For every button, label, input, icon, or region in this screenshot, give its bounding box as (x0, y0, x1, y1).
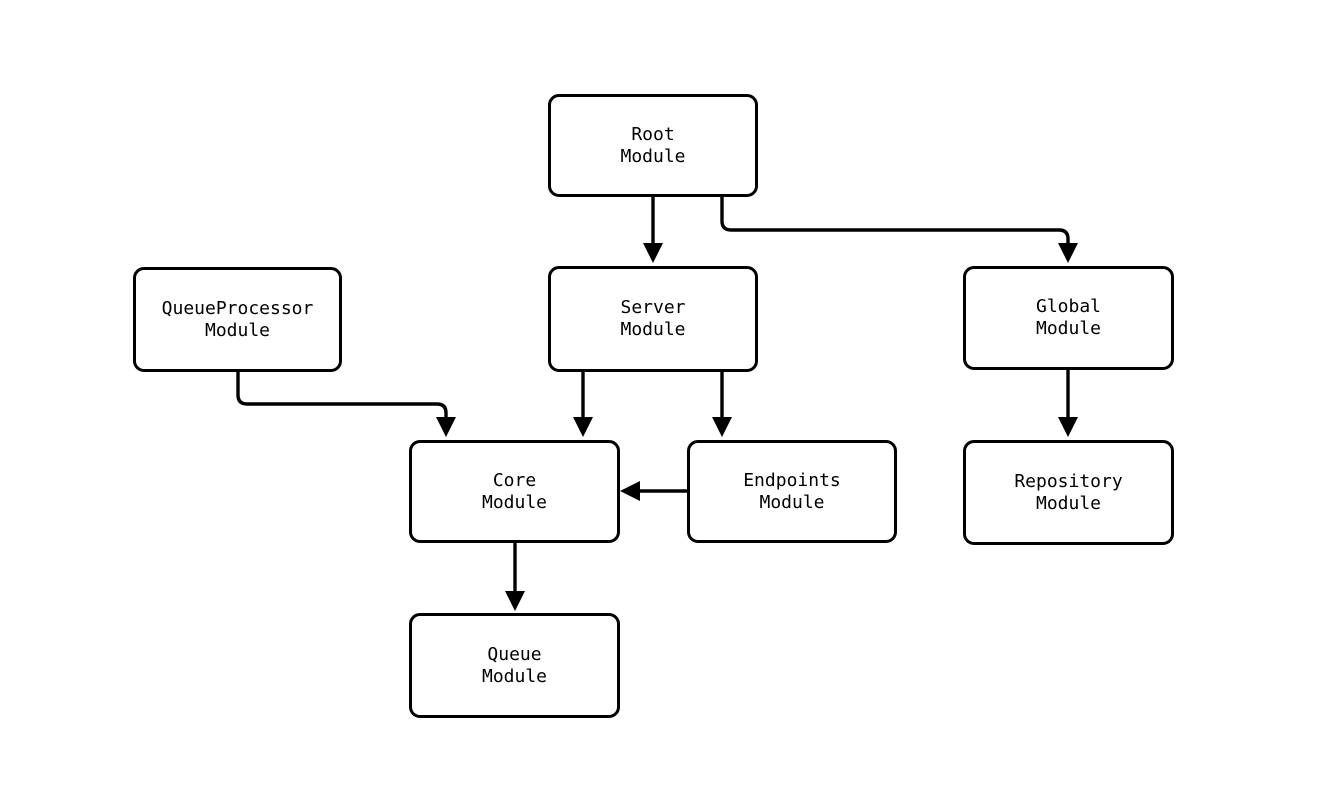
edge-global-repository (1058, 370, 1078, 437)
node-core-module[interactable]: Core Module (409, 440, 620, 543)
edge-server-core (573, 372, 593, 437)
edge-server-endpoints (712, 372, 732, 437)
node-core-module-line2: Module (481, 491, 548, 513)
node-root-module-line2: Module (620, 145, 686, 167)
node-queueprocessor-module-line2: Module (204, 319, 271, 341)
node-root-module[interactable]: Root Module (548, 94, 758, 197)
node-server-module-line2: Module (620, 319, 686, 340)
node-queue-module-line1: Queue (487, 643, 542, 665)
node-global-module-line2: Module (1035, 318, 1102, 339)
node-server-module-line1: Server (620, 297, 686, 318)
node-repository-module[interactable]: Repository Module (963, 440, 1174, 545)
node-global-module[interactable]: Global Module (963, 266, 1174, 370)
node-global-module-line1: Global (1035, 296, 1102, 317)
node-server-module[interactable]: Server Module (548, 266, 758, 372)
node-root-module-line1: Root (631, 123, 675, 145)
node-queue-module[interactable]: Queue Module (409, 613, 620, 718)
edge-queueprocessor-core (236, 372, 456, 437)
node-repository-module-line1: Repository (1014, 470, 1123, 492)
edge-root-server (643, 197, 663, 263)
edge-root-global (720, 197, 1078, 263)
edge-endpoints-core (620, 481, 687, 501)
node-endpoints-module-line2: Module (759, 491, 825, 513)
node-queue-module-line2: Module (481, 665, 548, 687)
node-repository-module-line2: Module (1035, 492, 1102, 514)
node-queueprocessor-module[interactable]: QueueProcessor Module (133, 267, 342, 372)
node-core-module-line1: Core (492, 469, 537, 491)
node-queueprocessor-module-line1: QueueProcessor (161, 297, 314, 319)
edge-core-queue (505, 543, 525, 611)
node-endpoints-module[interactable]: Endpoints Module (687, 440, 897, 543)
node-endpoints-module-line1: Endpoints (743, 469, 841, 491)
